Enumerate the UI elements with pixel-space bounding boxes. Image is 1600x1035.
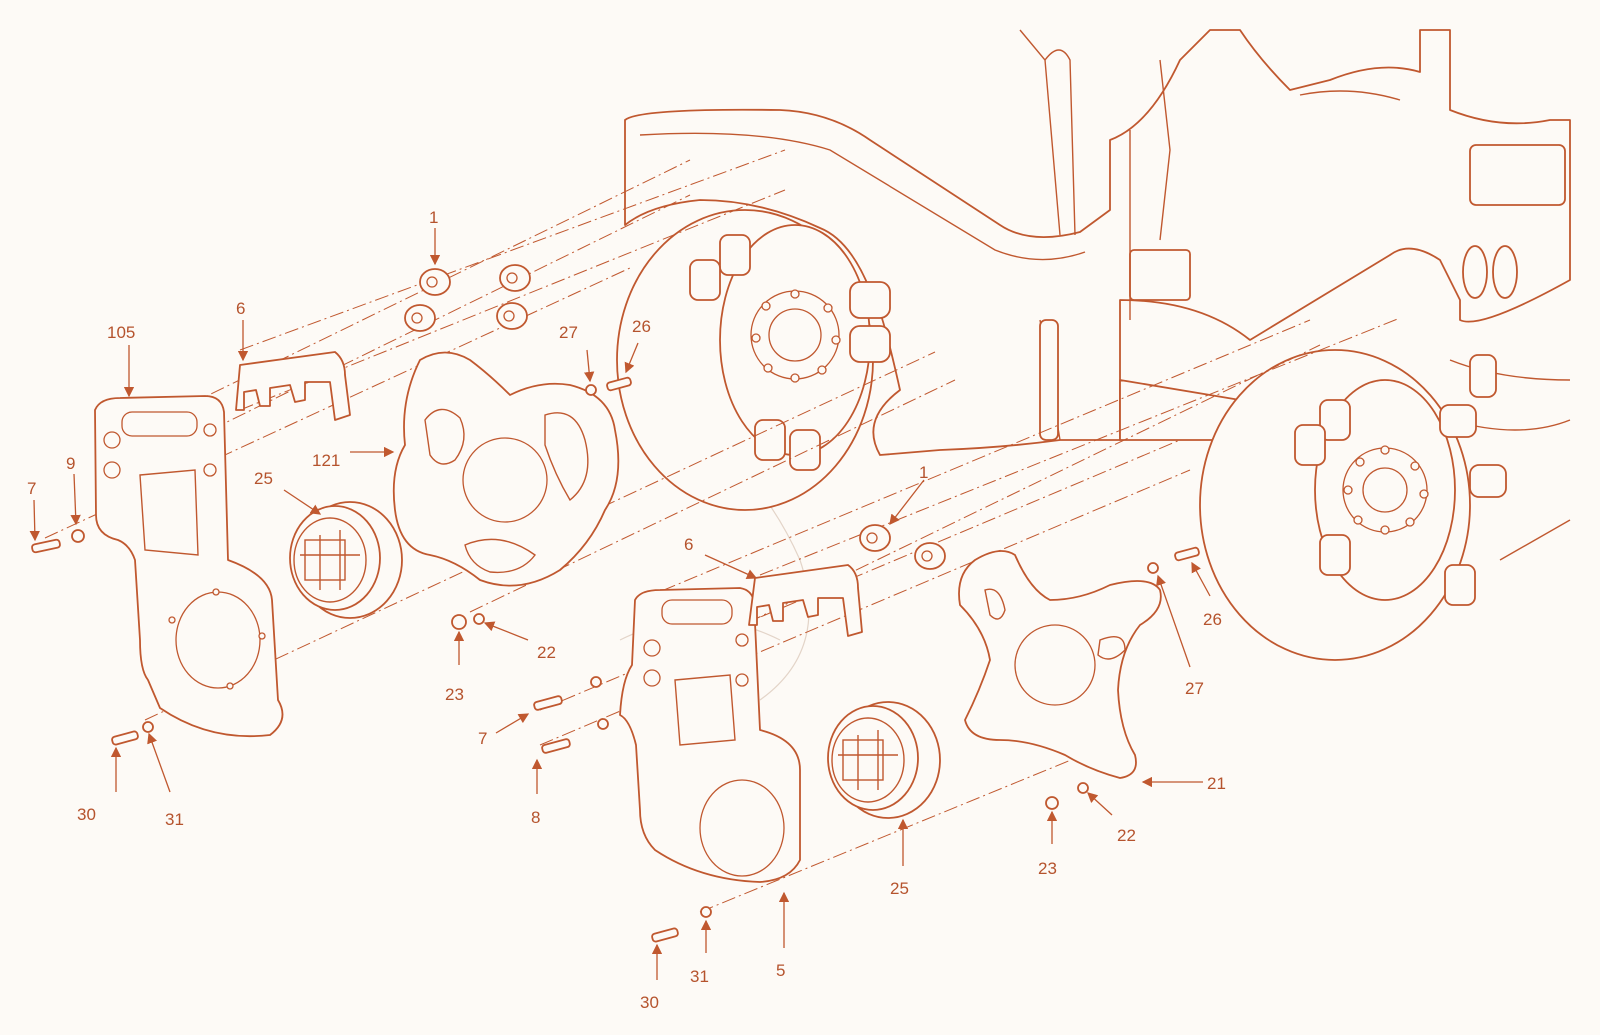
spacers-1-left <box>404 264 531 332</box>
plate-21 <box>958 550 1162 779</box>
side-bushings <box>849 281 891 363</box>
callout-26-left: 26 <box>632 317 651 336</box>
callout-30-left: 30 <box>77 805 96 824</box>
wheel-hub-right <box>1199 349 1507 661</box>
side-bushings-right <box>1439 354 1507 498</box>
callout-5: 5 <box>776 961 785 980</box>
callout-31-left: 31 <box>165 810 184 829</box>
callout-7-left: 7 <box>27 479 36 498</box>
plate-121 <box>392 351 620 587</box>
callout-7-right: 7 <box>478 729 487 748</box>
callout-121: 121 <box>312 451 340 470</box>
callout-31-right: 31 <box>690 967 709 986</box>
callout-27-right: 27 <box>1185 679 1204 698</box>
callout-21: 21 <box>1207 774 1226 793</box>
callout-23-left: 23 <box>445 685 464 704</box>
hardware <box>31 376 1200 943</box>
hub-bolt-holes-left <box>751 289 841 383</box>
callout-23-right: 23 <box>1038 859 1057 878</box>
wheel-hub-left <box>616 209 891 511</box>
callout-labels: 1 6 105 9 7 121 27 26 25 23 22 30 31 1 6… <box>27 208 1226 1012</box>
machine-frame <box>624 29 1571 561</box>
callout-22-left: 22 <box>537 643 556 662</box>
callout-27-left: 27 <box>559 323 578 342</box>
callout-1-right: 1 <box>919 463 928 482</box>
callout-8: 8 <box>531 808 540 827</box>
rubber-mount-studs-left <box>689 234 821 471</box>
motor-25-right <box>827 701 941 819</box>
callout-6-left: 6 <box>236 299 245 318</box>
motor-25-left <box>289 501 403 619</box>
callout-30-right: 30 <box>640 993 659 1012</box>
callout-25-right: 25 <box>890 879 909 898</box>
plate-5 <box>619 587 801 883</box>
rubber-mount-studs-right <box>1294 399 1476 606</box>
callout-25-left: 25 <box>254 469 273 488</box>
callout-22-right: 22 <box>1117 826 1136 845</box>
callout-9: 9 <box>66 454 75 473</box>
plate-105 <box>94 395 284 738</box>
hub-bolt-holes-right <box>1343 445 1429 535</box>
leader-arrows <box>29 228 1211 980</box>
callout-26-right: 26 <box>1203 610 1222 629</box>
bracket-6-left <box>235 351 351 421</box>
spacers-1-right <box>859 524 946 570</box>
callout-6-right: 6 <box>684 535 693 554</box>
callout-1-left: 1 <box>429 208 438 227</box>
callout-105: 105 <box>107 323 135 342</box>
bracket-6-right <box>748 564 863 637</box>
